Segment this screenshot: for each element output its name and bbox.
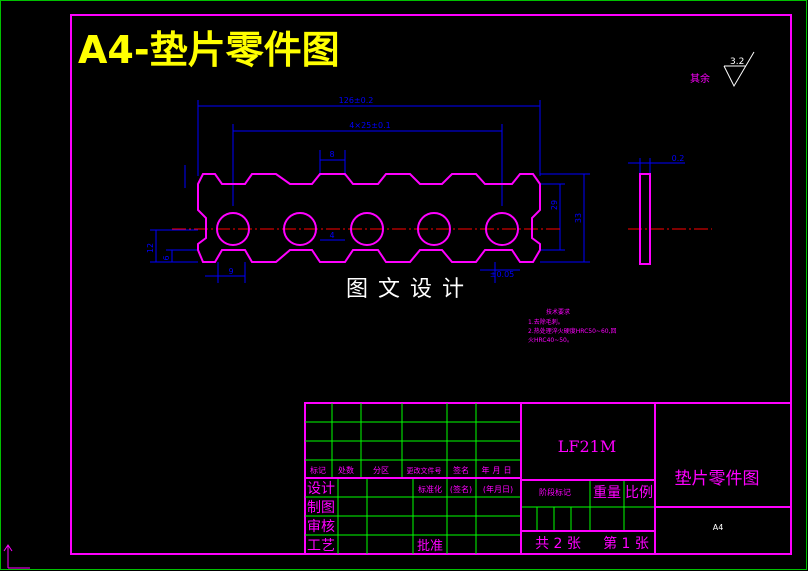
dim-hole-pitch: 4×25±0.1 (349, 121, 390, 130)
tech-requirements: 技术要求 1.去除毛刺。 2.热处理淬火硬度HRC50~60,回 火HRC40~… (528, 308, 617, 344)
hole-4 (417, 212, 451, 246)
sheet-number: 第 1 张 (603, 535, 649, 552)
dim-slot-width: 4 (329, 231, 334, 240)
label-process: 工艺 (307, 538, 335, 554)
label-scale: 比例 (625, 485, 653, 501)
hdr-change-doc: 更改文件号 (407, 466, 442, 475)
dim-left-6: 6 (162, 255, 171, 260)
dim-bottom-9: 9 (228, 267, 233, 276)
drawing-title: A4-垫片零件图 (78, 28, 340, 72)
side-view (639, 173, 651, 265)
hole-3 (350, 212, 384, 246)
gasket-outline (197, 173, 541, 263)
hole-1 (216, 212, 250, 246)
material: LF21M (558, 437, 616, 456)
dim-tolerance-bottom: ±0.05 (490, 270, 515, 279)
dimension-texts: 126±0.2 4×25±0.1 8 33 29 4 12 6 9 ±0.05 … (146, 96, 684, 279)
tech-heading: 技术要求 (546, 308, 570, 316)
dimension-lines (150, 100, 685, 283)
roughness-prefix: 其余 (690, 72, 710, 85)
roughness-check-icon (723, 51, 755, 88)
hole-5 (485, 212, 519, 246)
label-standardize: 标准化 (418, 484, 442, 494)
dim-tooth-width: 8 (329, 150, 334, 159)
dim-height-inner: 29 (550, 200, 559, 210)
sheet-size: A4 (713, 523, 724, 532)
label-date: (年月日) (483, 484, 513, 494)
ucs-icon (3, 544, 30, 569)
hdr-date: 年月日 (482, 465, 515, 475)
hdr-zone: 分区 (373, 466, 389, 475)
watermark-text: 图文设计 (346, 277, 474, 302)
label-weight: 重量 (593, 485, 621, 501)
roughness-symbol: 其余 3.2 (690, 51, 755, 88)
dim-overall-length: 126±0.2 (339, 96, 374, 105)
part-name: 垫片零件图 (675, 469, 760, 489)
tech-line-3: 火HRC40~50。 (528, 337, 573, 344)
hdr-sign: 签名 (453, 465, 469, 475)
label-stage-mark: 阶段标记 (539, 487, 571, 497)
dim-left-12: 12 (146, 243, 155, 253)
dim-thickness: 0.2 (672, 154, 685, 163)
holes (216, 212, 519, 246)
hole-2 (283, 212, 317, 246)
hdr-mark: 标记 (310, 465, 326, 475)
sheet-count: 共 2 张 (535, 536, 581, 552)
label-approve: 批准 (417, 539, 443, 554)
title-block: 标记 处数 分区 更改文件号 签名 年月日 设计 标准化 (签名) (年月日) … (304, 402, 792, 555)
tech-line-2: 2.热处理淬火硬度HRC50~60,回 (528, 327, 617, 335)
dim-height-outer: 33 (574, 213, 583, 223)
label-design: 设计 (307, 481, 335, 497)
label-draw: 制图 (307, 500, 335, 516)
tech-line-1: 1.去除毛刺。 (528, 318, 564, 326)
label-signature: (签名) (450, 484, 472, 494)
roughness-value: 3.2 (730, 57, 744, 67)
hdr-count: 处数 (338, 465, 354, 475)
label-check: 审核 (307, 519, 335, 535)
